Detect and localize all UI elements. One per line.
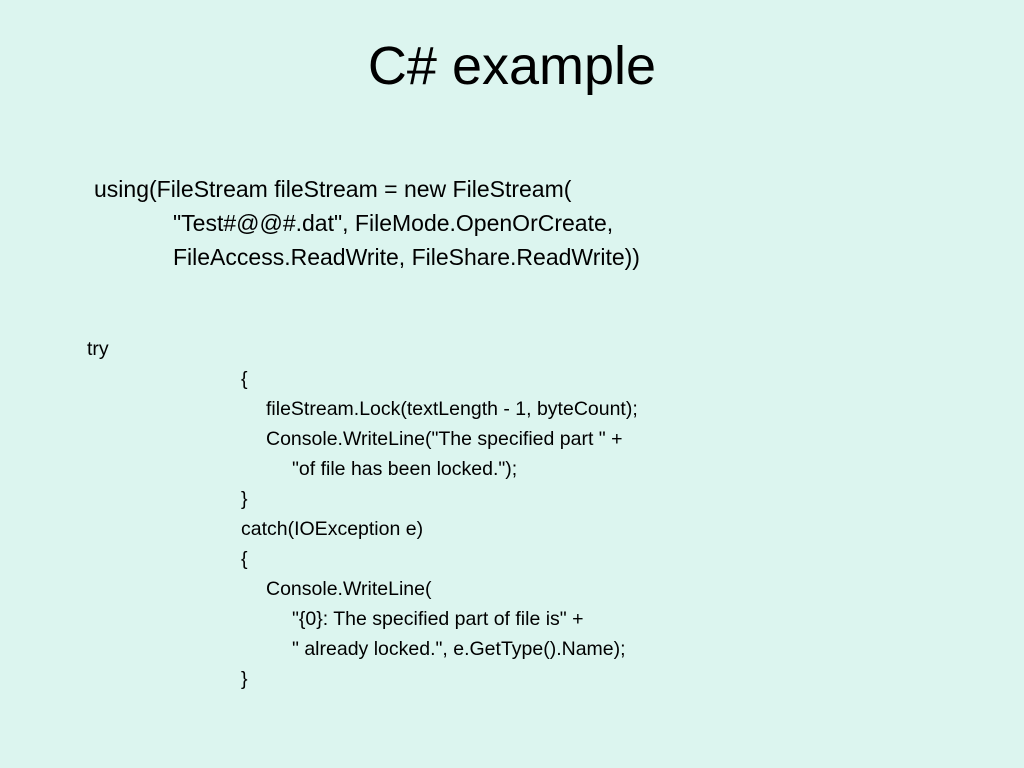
code-line: } <box>241 668 248 690</box>
try-catch-block: try { fileStream.Lock(textLength - 1, by… <box>87 334 638 694</box>
code-line: "of file has been locked."); <box>292 458 518 480</box>
using-statement-block: using(FileStream fileStream = new FileSt… <box>94 172 640 274</box>
slide-title: C# example <box>367 36 657 96</box>
code-line: } <box>241 488 248 510</box>
code-line: "{0}: The specified part of file is" + <box>292 608 584 630</box>
code-line: { <box>241 368 248 390</box>
code-line: FileAccess.ReadWrite, FileShare.ReadWrit… <box>173 244 640 270</box>
code-line: " already locked.", e.GetType().Name); <box>292 638 626 660</box>
code-line: fileStream.Lock(textLength - 1, byteCoun… <box>266 398 638 420</box>
code-line: Console.WriteLine( <box>266 578 432 600</box>
code-line: { <box>241 548 248 570</box>
code-line: catch(IOException e) <box>241 518 424 540</box>
code-line: try <box>87 338 109 360</box>
code-line: using(FileStream fileStream = new FileSt… <box>94 176 572 202</box>
code-line: "Test#@@#.dat", FileMode.OpenOrCreate, <box>173 210 614 236</box>
code-line: Console.WriteLine("The specified part " … <box>266 428 623 450</box>
